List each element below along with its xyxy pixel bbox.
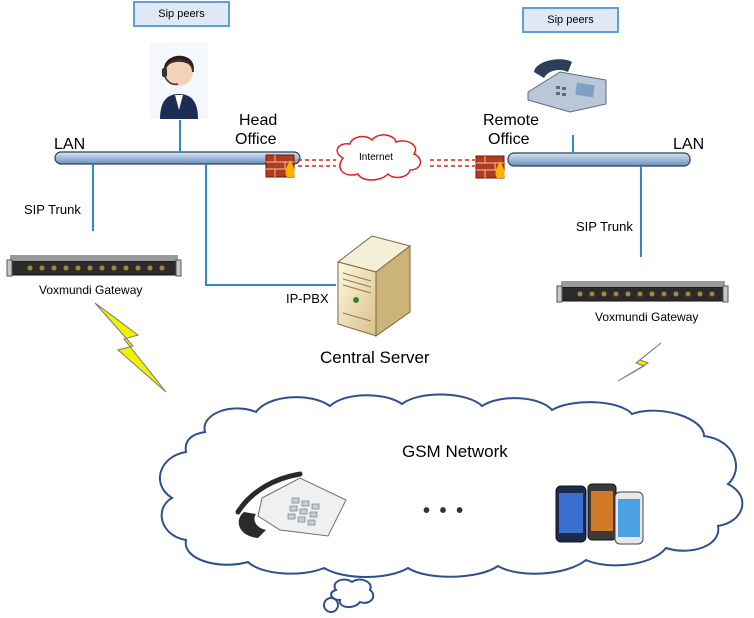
central-server-label: Central Server — [320, 348, 430, 367]
lan-right-label: LAN — [673, 136, 705, 153]
thought-bubbles — [323, 578, 375, 613]
remote-office-label-line2: Office — [488, 131, 530, 148]
lan-left-label: LAN — [54, 136, 86, 153]
gsm-network-label: GSM Network — [402, 442, 508, 461]
head-office-label-line1: Head — [239, 112, 278, 129]
gateway-right-label: Voxmundi Gateway — [595, 310, 699, 324]
sip-peers-left-label: Sip peers — [133, 1, 230, 27]
sip-peers-right-label: Sip peers — [522, 7, 619, 33]
gateway-device-left — [6, 255, 182, 277]
internet-cloud — [336, 134, 422, 181]
sip-trunk-right-label: SIP Trunk — [576, 219, 633, 234]
head-office-label-line2: Office — [235, 131, 277, 148]
ip-pbx-label: IP-PBX — [286, 291, 329, 306]
desk-phone-icon — [527, 59, 607, 113]
headset-agent-icon — [150, 43, 208, 119]
gateway-left-label: Voxmundi Gateway — [39, 283, 143, 297]
lightning-icon-right — [617, 342, 662, 382]
gateway-device-right — [556, 281, 729, 303]
firewall-icon-right — [475, 155, 505, 179]
firewall-icon-left — [265, 154, 295, 178]
remote-office-label-line1: Remote — [483, 112, 540, 129]
mobile-phones-icon — [555, 483, 644, 545]
landline-phone-icon — [235, 471, 347, 538]
sip-trunk-left-label: SIP Trunk — [24, 202, 81, 217]
gsm-network-cloud — [158, 393, 744, 578]
lan-links — [92, 120, 642, 286]
lan-bus-left — [54, 151, 301, 165]
lightning-icon-left — [94, 302, 167, 393]
server-icon — [336, 235, 412, 337]
internet-label: Internet — [359, 152, 393, 163]
ellipsis: • • • — [423, 500, 466, 522]
internet-links — [298, 159, 475, 167]
lan-bus-right — [507, 152, 691, 167]
